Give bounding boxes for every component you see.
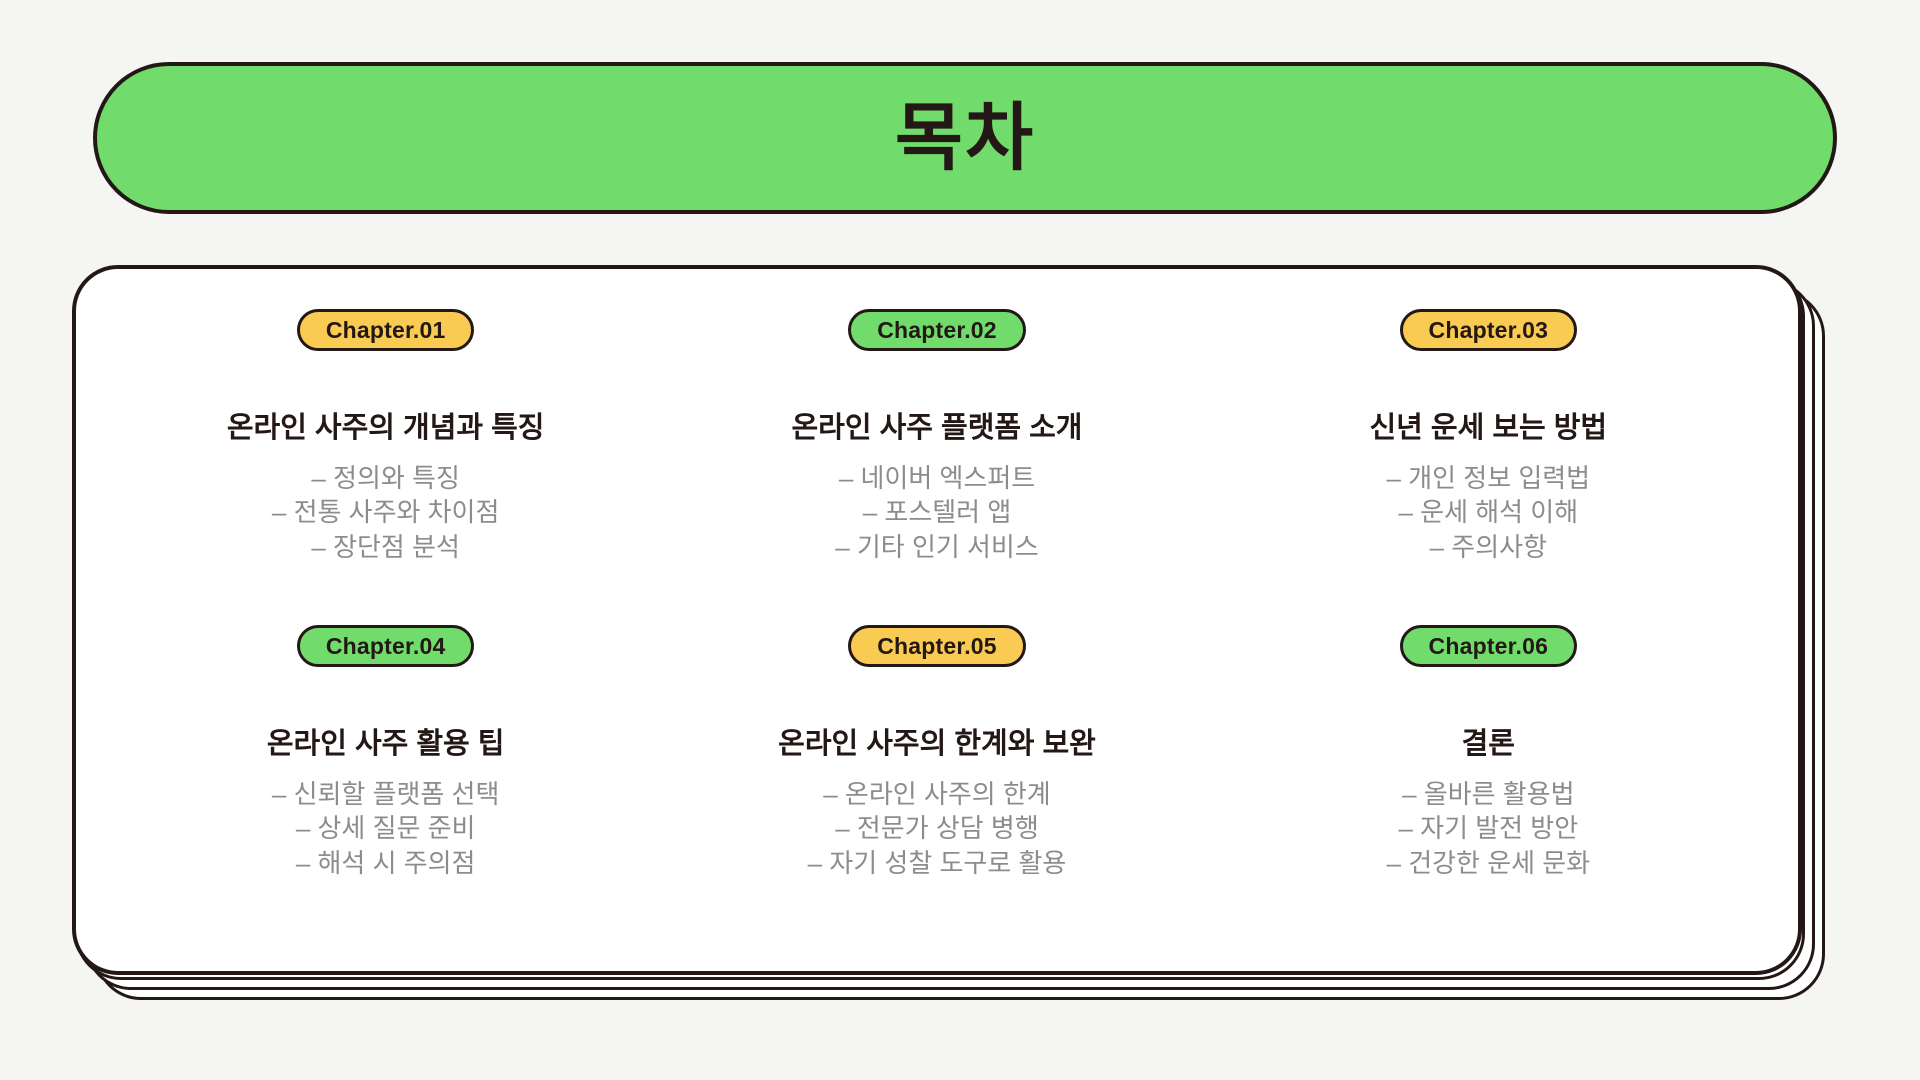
page-title: 목차	[894, 96, 1036, 179]
chapter-badge[interactable]: Chapter.06	[1399, 625, 1578, 667]
chapter-heading: 온라인 사주 플랫폼 소개	[791, 412, 1083, 444]
chapter-cell: Chapter.04 온라인 사주 활용 팁 – 신뢰할 플랫폼 선택 – 상세 질문…	[110, 625, 661, 941]
chapter-item-list: – 개인 정보 입력법 – 운세 해석 이해 – 주의사항	[1387, 461, 1591, 565]
chapter-heading: 온라인 사주의 개념과 특징	[226, 412, 545, 444]
chapter-badge[interactable]: Chapter.03	[1399, 309, 1578, 351]
chapter-item: – 신뢰할 플랫폼 선택	[271, 778, 500, 809]
chapter-item: – 온라인 사주의 한계	[823, 778, 1051, 809]
chapter-item: – 전문가 상담 병행	[835, 813, 1039, 844]
chapter-item: – 전통 사주와 차이점	[271, 497, 500, 528]
chapter-item: – 올바른 활용법	[1402, 778, 1575, 809]
chapter-cell: Chapter.06 결론 – 올바른 활용법 – 자기 발전 방안 – 건강한 운세 …	[1213, 625, 1764, 941]
chapter-item: – 상세 질문 준비	[295, 813, 476, 844]
chapter-heading: 온라인 사주의 한계와 보완	[778, 728, 1096, 760]
chapter-item: – 운세 해석 이해	[1398, 497, 1579, 528]
chapter-item: – 장단점 분석	[311, 532, 460, 563]
chapter-cell: Chapter.03 신년 운세 보는 방법 – 개인 정보 입력법 – 운세 해석 …	[1213, 309, 1764, 625]
chapter-badge[interactable]: Chapter.05	[848, 625, 1026, 667]
header-banner: 목차	[93, 62, 1837, 214]
chapter-badge[interactable]: Chapter.02	[848, 309, 1026, 351]
chapter-cell: Chapter.05 온라인 사주의 한계와 보완 – 온라인 사주의 한계 – 전문…	[661, 625, 1212, 941]
chapter-item: – 개인 정보 입력법	[1386, 462, 1591, 493]
chapter-cell: Chapter.01 온라인 사주의 개념과 특징 – 정의와 특징 – 전통 사주와…	[110, 309, 661, 625]
chapter-cell: Chapter.02 온라인 사주 플랫폼 소개 – 네이버 엑스퍼트 – 포스텔러 …	[661, 309, 1212, 625]
chapter-badge[interactable]: Chapter.04	[296, 625, 475, 667]
chapter-item: – 기타 인기 서비스	[835, 532, 1039, 563]
chapter-grid: Chapter.01 온라인 사주의 개념과 특징 – 정의와 특징 – 전통 사주와…	[110, 309, 1764, 941]
chapter-item-list: – 올바른 활용법 – 자기 발전 방안 – 건강한 운세 문화	[1387, 777, 1591, 881]
toc-main-card: Chapter.01 온라인 사주의 개념과 특징 – 정의와 특징 – 전통 사주와…	[72, 265, 1802, 975]
chapter-item: – 주의사항	[1429, 532, 1547, 563]
chapter-heading: 결론	[1461, 728, 1515, 760]
chapter-item-list: – 정의와 특징 – 전통 사주와 차이점 – 장단점 분석	[272, 461, 500, 565]
chapter-item: – 네이버 엑스퍼트	[838, 462, 1036, 493]
chapter-item: – 자기 발전 방안	[1398, 813, 1579, 844]
chapter-item: – 자기 성찰 도구로 활용	[807, 848, 1067, 879]
chapter-item: – 건강한 운세 문화	[1386, 848, 1591, 879]
chapter-heading: 온라인 사주 활용 팁	[266, 728, 505, 760]
chapter-item-list: – 네이버 엑스퍼트 – 포스텔러 앱 – 기타 인기 서비스	[835, 461, 1039, 565]
chapter-item-list: – 신뢰할 플랫폼 선택 – 상세 질문 준비 – 해석 시 주의점	[272, 777, 500, 881]
chapter-heading: 신년 운세 보는 방법	[1369, 412, 1608, 444]
chapter-badge[interactable]: Chapter.01	[296, 309, 475, 351]
chapter-item: – 정의와 특징	[311, 462, 460, 493]
chapter-item-list: – 온라인 사주의 한계 – 전문가 상담 병행 – 자기 성찰 도구로 활용	[808, 777, 1067, 881]
chapter-item: – 해석 시 주의점	[295, 848, 476, 879]
chapter-item: – 포스텔러 앱	[862, 497, 1012, 528]
